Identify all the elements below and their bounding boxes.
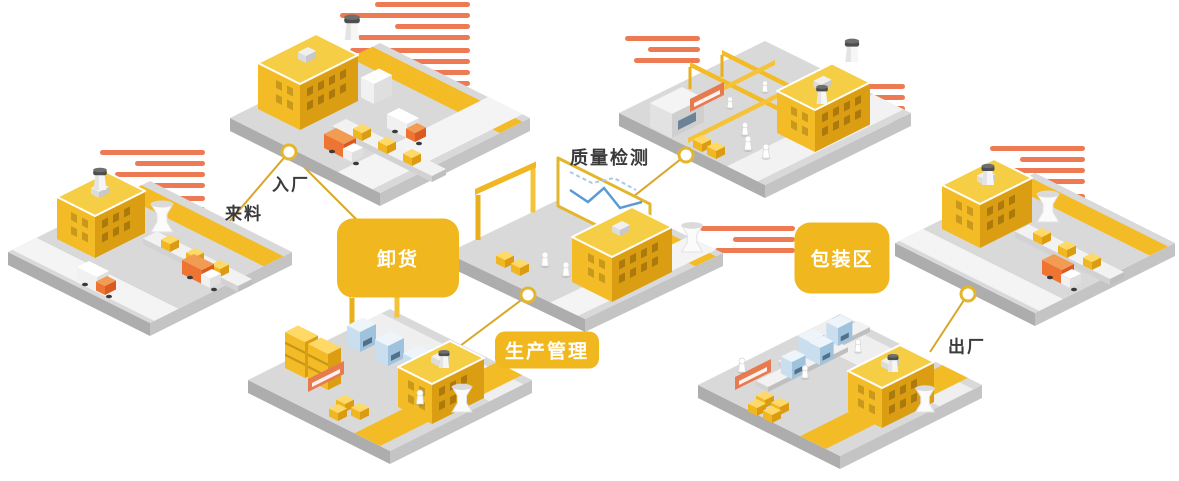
- island-unloading-dock: [230, 14, 530, 206]
- island-shipping: [698, 314, 982, 469]
- label-enter-factory: 入厂: [272, 175, 310, 195]
- flow-node: [280, 143, 298, 161]
- flow-node: [677, 146, 695, 164]
- island-incoming-materials: [8, 167, 292, 336]
- flow-node: [959, 285, 977, 303]
- label-incoming-material: 来料: [225, 204, 263, 224]
- label-quality-inspection: 质量检测: [570, 148, 650, 168]
- label-production-management: 生产管理: [494, 331, 600, 369]
- flow-node: [519, 286, 537, 304]
- flow-nodes: [280, 143, 977, 304]
- island-production-workshop: [248, 269, 532, 464]
- label-leave-factory: 出厂: [948, 337, 986, 357]
- island-packaging: [895, 158, 1175, 326]
- label-unloading: 卸货: [336, 218, 460, 298]
- island-production-control: [447, 156, 723, 332]
- label-packaging: 包装区: [794, 222, 890, 294]
